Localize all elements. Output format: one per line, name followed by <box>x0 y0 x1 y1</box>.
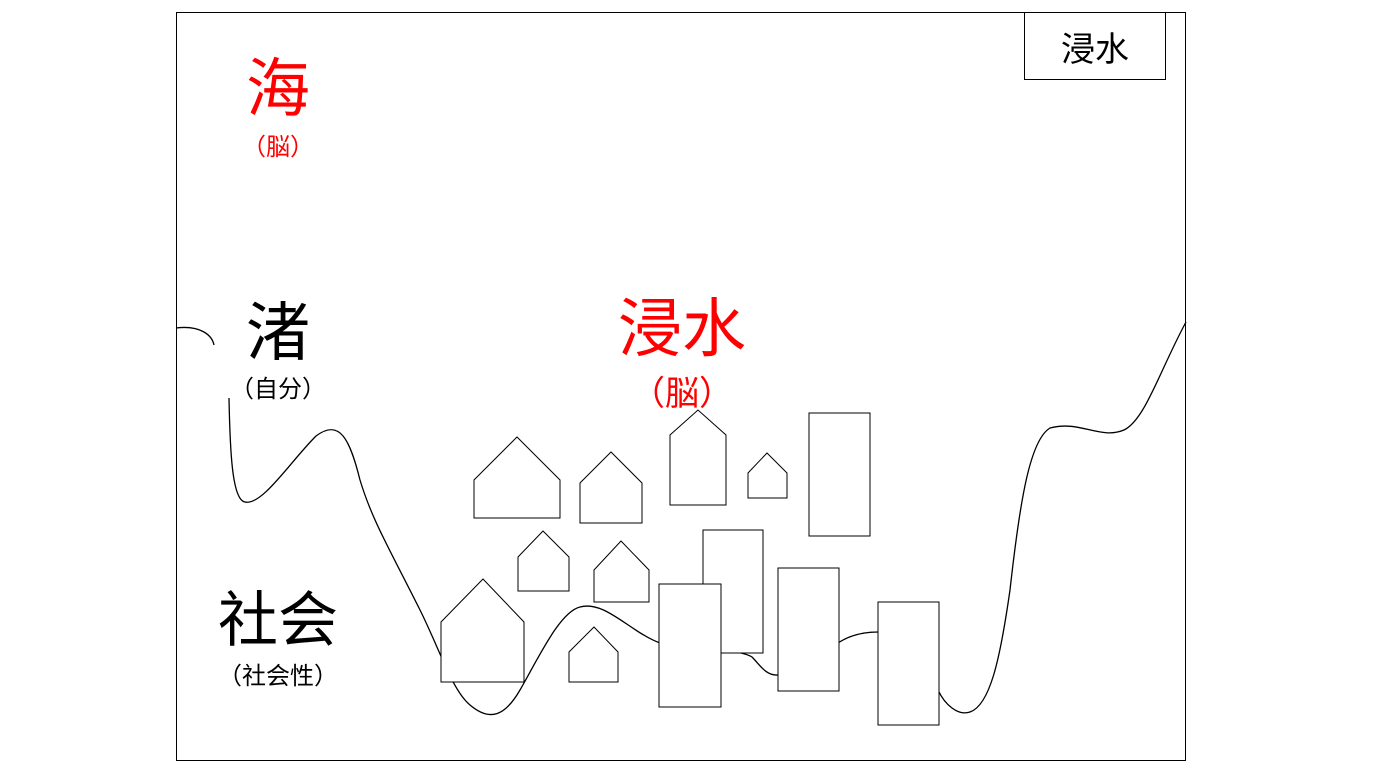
flood-label: 浸水 <box>618 293 746 367</box>
society-sublabel: （社会性） <box>218 662 338 690</box>
house <box>669 409 727 506</box>
shore-label: 渚 <box>246 297 310 371</box>
house <box>568 626 619 683</box>
house <box>579 451 643 524</box>
flood-tag: 浸水 <box>1024 12 1166 80</box>
building <box>877 601 940 726</box>
building <box>808 412 871 537</box>
house <box>440 578 525 683</box>
flood-sublabel: （脳） <box>631 374 733 414</box>
sea-label: 海 <box>246 53 310 127</box>
sea-sublabel: （脳） <box>242 133 314 161</box>
building <box>658 583 722 708</box>
diagram-frame <box>176 12 1186 761</box>
house <box>747 452 788 499</box>
building <box>777 567 840 692</box>
house <box>593 540 650 603</box>
shore-sublabel: （自分） <box>230 375 326 403</box>
house <box>473 436 561 519</box>
house <box>517 530 570 592</box>
ground-curve <box>175 321 1187 716</box>
society-label: 社会 <box>218 586 338 656</box>
